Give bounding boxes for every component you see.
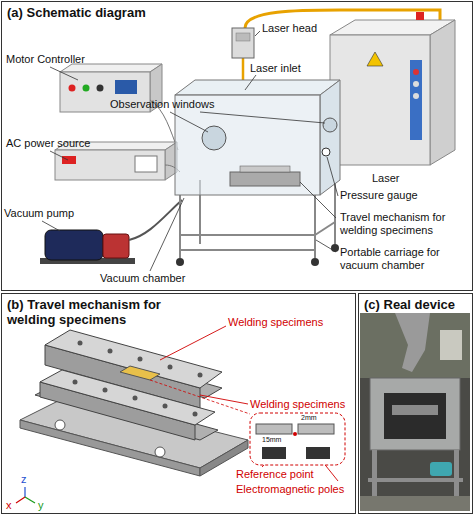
- callout-label: AC power source: [6, 137, 90, 150]
- photo-chamber-opening: [384, 393, 446, 439]
- chamber-side: [320, 80, 340, 195]
- panel-heading: (b) Travel mechanism for welding specime…: [7, 297, 172, 327]
- laser-head-detail: [236, 33, 250, 41]
- pressure-gauge: [322, 148, 330, 156]
- reference-point: [293, 432, 297, 436]
- travel-mechanism: [230, 172, 300, 186]
- callout-label: Laser: [372, 172, 400, 185]
- callout-label: Welding specimens: [250, 398, 345, 411]
- callout-label: z: [21, 473, 27, 486]
- controller-top: [60, 64, 162, 72]
- laser-button: [413, 93, 419, 99]
- detail-inset: [250, 413, 345, 465]
- power-indicator: [62, 156, 76, 164]
- laser-control-strip: [410, 60, 422, 140]
- hole: [155, 447, 165, 457]
- panel: (c) Real device: [358, 293, 473, 514]
- clamp-top: [40, 370, 215, 425]
- callout-label: Laser inlet: [250, 62, 301, 75]
- callout-label: x: [6, 499, 12, 512]
- callout-label: Reference point: [236, 468, 314, 481]
- laser-head: [232, 28, 254, 58]
- controller-button: [97, 85, 104, 92]
- laser-button: [413, 81, 419, 87]
- specimen-plate: [256, 424, 292, 434]
- bolts: [73, 341, 203, 417]
- zoom-line: [150, 380, 250, 414]
- photo-floor: [360, 496, 470, 511]
- specimen-plates: [240, 166, 290, 172]
- warning-sign: [367, 52, 383, 66]
- callout-label: 2mm: [301, 414, 317, 422]
- laser-cabinet-side: [430, 20, 455, 165]
- axes: [16, 487, 35, 503]
- pump-motor: [45, 230, 103, 260]
- photo-sign: [440, 330, 462, 360]
- welding-specimen: [120, 366, 160, 380]
- callout-label: Vacuum pump: [4, 207, 74, 220]
- wheel: [176, 258, 184, 266]
- laser-cabinet: [330, 35, 430, 165]
- wheel: [331, 244, 339, 252]
- callout-label: Pressure gauge: [340, 189, 418, 202]
- ac-power-source: [55, 150, 165, 180]
- panel-heading: (a) Schematic diagram: [7, 5, 472, 20]
- photo-leg: [372, 450, 377, 498]
- photo-leg: [454, 450, 459, 498]
- callout-label: Laser head: [262, 22, 317, 35]
- laser-button: [413, 69, 419, 75]
- callout-label: y: [38, 499, 44, 512]
- controller-display: [115, 80, 137, 94]
- photo-ground: [360, 313, 470, 511]
- callout-label: Observation windows: [110, 98, 215, 111]
- photo-pump: [430, 462, 452, 476]
- photo-shelf: [368, 478, 463, 482]
- pump-head: [103, 234, 129, 258]
- callout-label: Portable carriage for vacuum chamber: [340, 246, 470, 272]
- chamber-top: [175, 80, 340, 95]
- callout-label: Travel mechanism for welding specimens: [340, 211, 470, 237]
- observation-window: [323, 118, 337, 132]
- panel-heading: (c) Real device: [364, 297, 472, 312]
- callout-label: Electromagnetic poles: [236, 483, 344, 496]
- callout-label: Vacuum chamber: [100, 272, 185, 285]
- specimen-plate: [298, 424, 334, 434]
- laser-lamp: [416, 12, 424, 20]
- electromagnetic-pole: [306, 447, 330, 459]
- wheel: [311, 258, 319, 266]
- observation-window: [202, 126, 226, 150]
- leader-lines: [42, 31, 338, 271]
- callout-label: 15mm: [262, 436, 281, 444]
- controller-button: [83, 85, 90, 92]
- hole: [55, 420, 65, 430]
- robot-arm: [395, 313, 430, 372]
- photo-chamber: [370, 378, 460, 450]
- callout-label: Welding specimens: [228, 316, 323, 329]
- callout-label: Motor Controller: [6, 53, 85, 66]
- power-socket: [135, 156, 157, 172]
- photo-mechanism: [392, 405, 438, 415]
- photo-wall: [360, 313, 470, 378]
- controller-button: [69, 85, 76, 92]
- electromagnetic-pole: [262, 447, 286, 459]
